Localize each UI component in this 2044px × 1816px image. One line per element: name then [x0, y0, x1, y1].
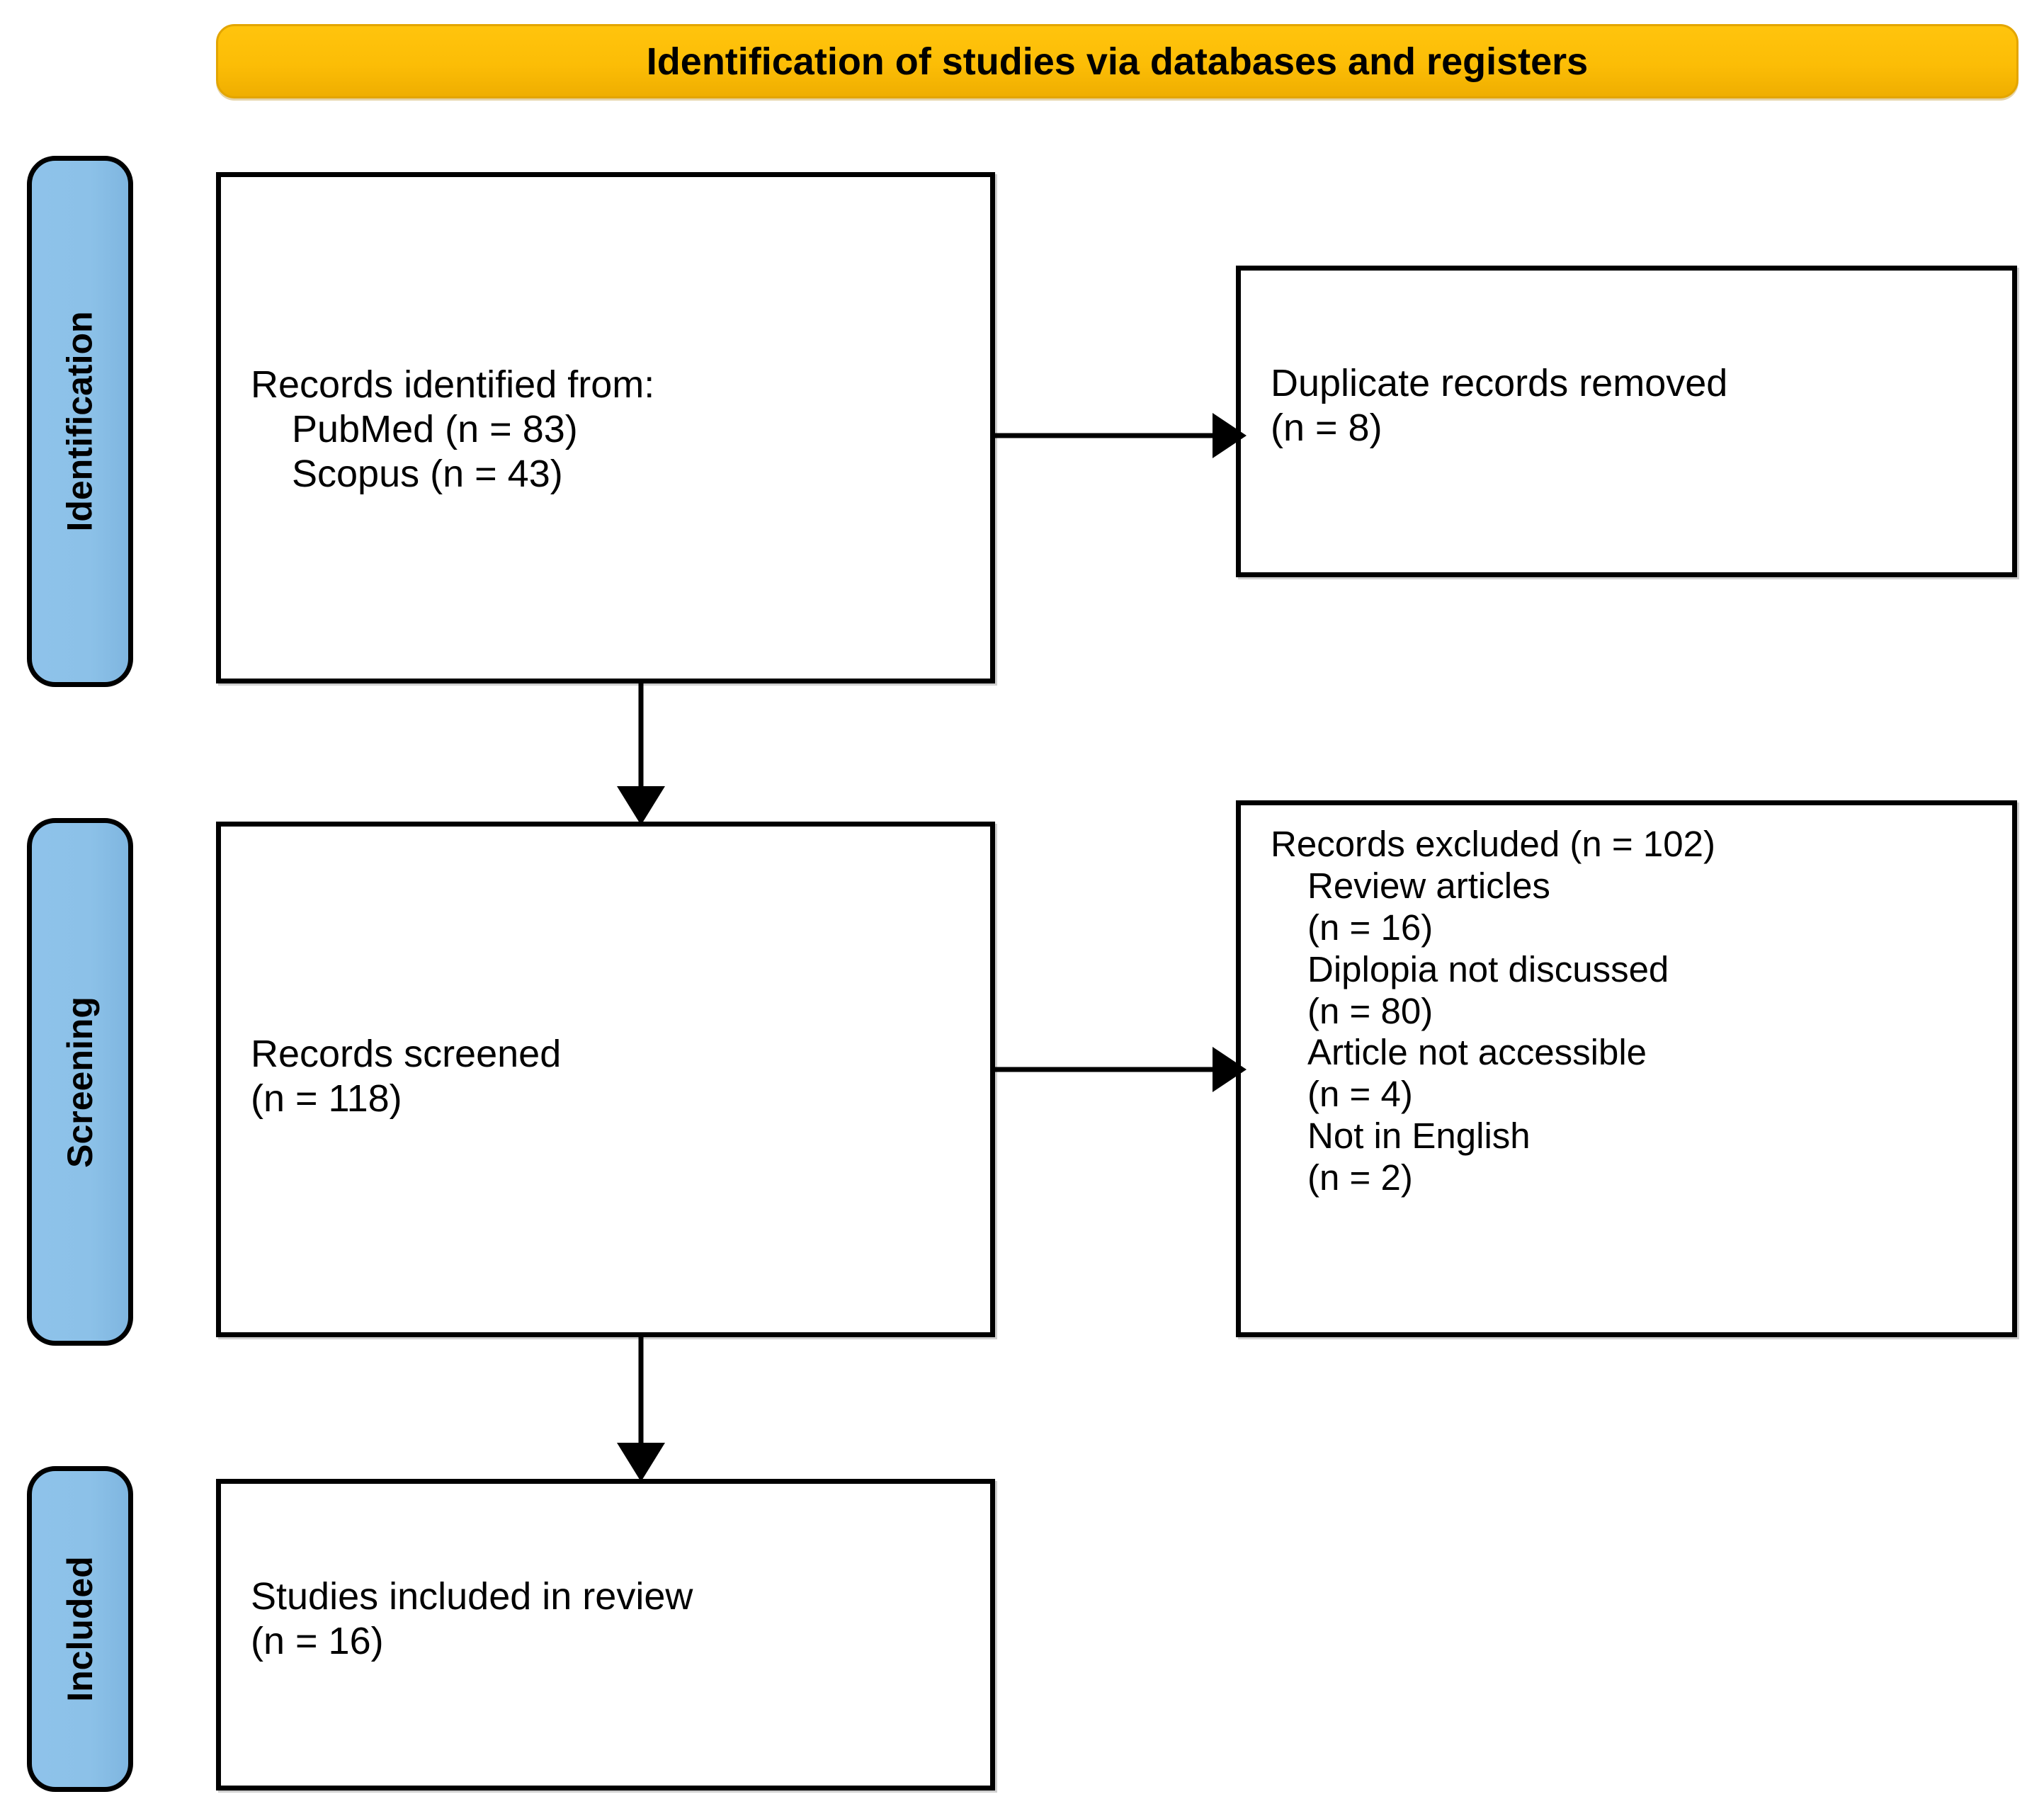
- records-identified-line: PubMed (n = 83): [292, 408, 578, 451]
- records-excluded-line: Review articles: [1307, 865, 1550, 906]
- stage-tab-identification: Identification: [27, 156, 133, 687]
- records-excluded-line: (n = 2): [1307, 1157, 1413, 1198]
- records-screened-box: Records screened (n = 118): [216, 822, 995, 1337]
- records-excluded-line: Not in English: [1307, 1116, 1531, 1157]
- studies-included-text: Studies included in review (n = 16): [251, 1574, 976, 1664]
- records-screened-line: (n = 118): [251, 1077, 402, 1120]
- arrow-right-icon: [992, 397, 1247, 475]
- stage-tab-screening-label: Screening: [60, 996, 100, 1168]
- studies-included-line: Studies included in review: [251, 1575, 693, 1618]
- studies-included-box: Studies included in review (n = 16): [216, 1479, 995, 1791]
- arrow-right-icon: [992, 1031, 1247, 1108]
- records-excluded-line: (n = 4): [1307, 1074, 1413, 1115]
- page-title: Identification of studies via databases …: [646, 40, 1589, 83]
- records-screened-line: Records screened: [251, 1033, 562, 1075]
- records-identified-box: Records identified from: PubMed (n = 83)…: [216, 172, 995, 683]
- records-identified-line: Scopus (n = 43): [292, 453, 563, 496]
- records-excluded-line: Diplopia not discussed: [1307, 948, 1669, 989]
- records-excluded-line: Article not accessible: [1307, 1032, 1647, 1073]
- records-identified-line: Records identified from:: [251, 363, 655, 406]
- records-excluded-line: (n = 16): [1307, 907, 1433, 948]
- duplicate-records-line: (n = 8): [1271, 407, 1382, 450]
- duplicate-records-removed-text: Duplicate records removed (n = 8): [1271, 361, 1998, 450]
- stage-tab-screening: Screening: [27, 818, 133, 1346]
- records-excluded-box: Records excluded (n = 102) Review articl…: [1236, 800, 2017, 1337]
- duplicate-records-line: Duplicate records removed: [1271, 362, 1728, 404]
- studies-included-line: (n = 16): [251, 1620, 384, 1663]
- records-excluded-line: Records excluded (n = 102): [1271, 824, 1715, 864]
- arrow-down-icon: [598, 1333, 683, 1482]
- arrow-down-icon: [598, 680, 683, 825]
- duplicate-records-removed-box: Duplicate records removed (n = 8): [1236, 266, 2017, 577]
- stage-tab-included: Included: [27, 1466, 133, 1792]
- diagram-header-banner: Identification of studies via databases …: [216, 24, 2019, 98]
- stage-tab-identification-label: Identification: [60, 311, 101, 532]
- records-screened-text: Records screened (n = 118): [251, 1032, 976, 1121]
- stage-tab-included-label: Included: [60, 1556, 101, 1702]
- records-excluded-text: Records excluded (n = 102) Review articl…: [1271, 824, 1998, 1199]
- records-excluded-line: (n = 80): [1307, 990, 1433, 1031]
- records-identified-text: Records identified from: PubMed (n = 83)…: [251, 363, 976, 497]
